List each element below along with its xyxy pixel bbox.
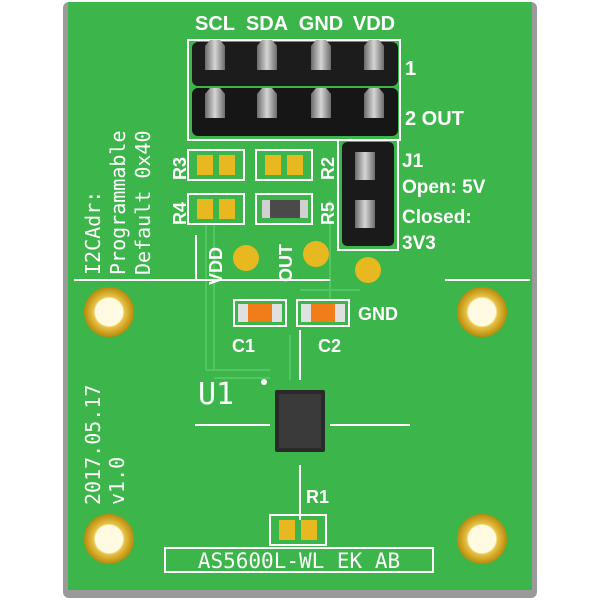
header-pin-r2-c2 <box>257 88 277 118</box>
pin-label-sda: SDA <box>246 13 288 35</box>
jumper-open: Open: 5V <box>402 177 486 198</box>
pin-header <box>187 39 401 141</box>
jumper-closed-value: 3V3 <box>402 233 436 254</box>
header-pin-r1-c4 <box>364 40 384 70</box>
board-name: AS5600L-WL_EK_AB <box>198 549 400 573</box>
label-c1: C1 <box>232 336 255 356</box>
header-pin-r1-c1 <box>205 40 225 70</box>
mount-holes <box>84 287 507 564</box>
label-r3: R3 <box>170 157 190 180</box>
capacitor-c1 <box>233 299 287 327</box>
header-pin-r2-c4 <box>364 88 384 118</box>
header-body-row2 <box>192 88 398 136</box>
resistor-r1 <box>269 514 327 546</box>
pad-gnd <box>355 257 381 283</box>
label-r2: R2 <box>318 157 338 180</box>
label-vdd-pad: VDD <box>206 247 226 285</box>
resistor-r2 <box>255 149 313 181</box>
i2c-address-programmable: Programmable <box>106 131 130 276</box>
pad-vdd <box>233 245 259 271</box>
i2c-address-title: I2CAdr: <box>81 191 105 275</box>
pad-out <box>303 241 329 267</box>
copper-traces <box>205 200 360 380</box>
jumper-j1 <box>337 139 399 251</box>
capacitor-c2 <box>296 299 350 327</box>
pin-label-gnd: GND <box>299 13 343 35</box>
board-date: 2017.05.17 <box>81 385 105 505</box>
row-label-2: 2 OUT <box>405 108 464 130</box>
label-r5: R5 <box>318 202 338 225</box>
label-r1: R1 <box>306 487 329 507</box>
header-pin-r1-c3 <box>311 40 331 70</box>
jumper-closed: Closed: <box>402 207 472 228</box>
header-outline <box>187 39 401 141</box>
resistor-r5 <box>255 193 313 225</box>
pin-label-scl: SCL <box>195 13 235 35</box>
header-body-row1 <box>192 42 398 86</box>
jumper-name: J1 <box>402 151 424 172</box>
i2c-address-default: Default 0x40 <box>131 131 155 276</box>
chip-u1 <box>261 379 325 452</box>
header-pin-r2-c1 <box>205 88 225 118</box>
board-version: v1.0 <box>105 457 129 505</box>
header-pin-r2-c3 <box>311 88 331 118</box>
header-pin-r1-c2 <box>257 40 277 70</box>
silk-outline <box>74 235 530 520</box>
label-u1: U1 <box>198 377 234 412</box>
label-c2: C2 <box>318 336 341 356</box>
label-r4: R4 <box>170 202 190 225</box>
label-gnd-pad: GND <box>358 304 398 324</box>
pin-label-vdd: VDD <box>353 13 395 35</box>
pin1-marker <box>261 379 267 385</box>
board-name-frame <box>164 547 434 573</box>
label-out-pad: OUT <box>276 244 296 282</box>
resistor-r3 <box>187 149 245 181</box>
row-label-1: 1 <box>405 58 416 80</box>
resistor-r4 <box>187 193 245 225</box>
